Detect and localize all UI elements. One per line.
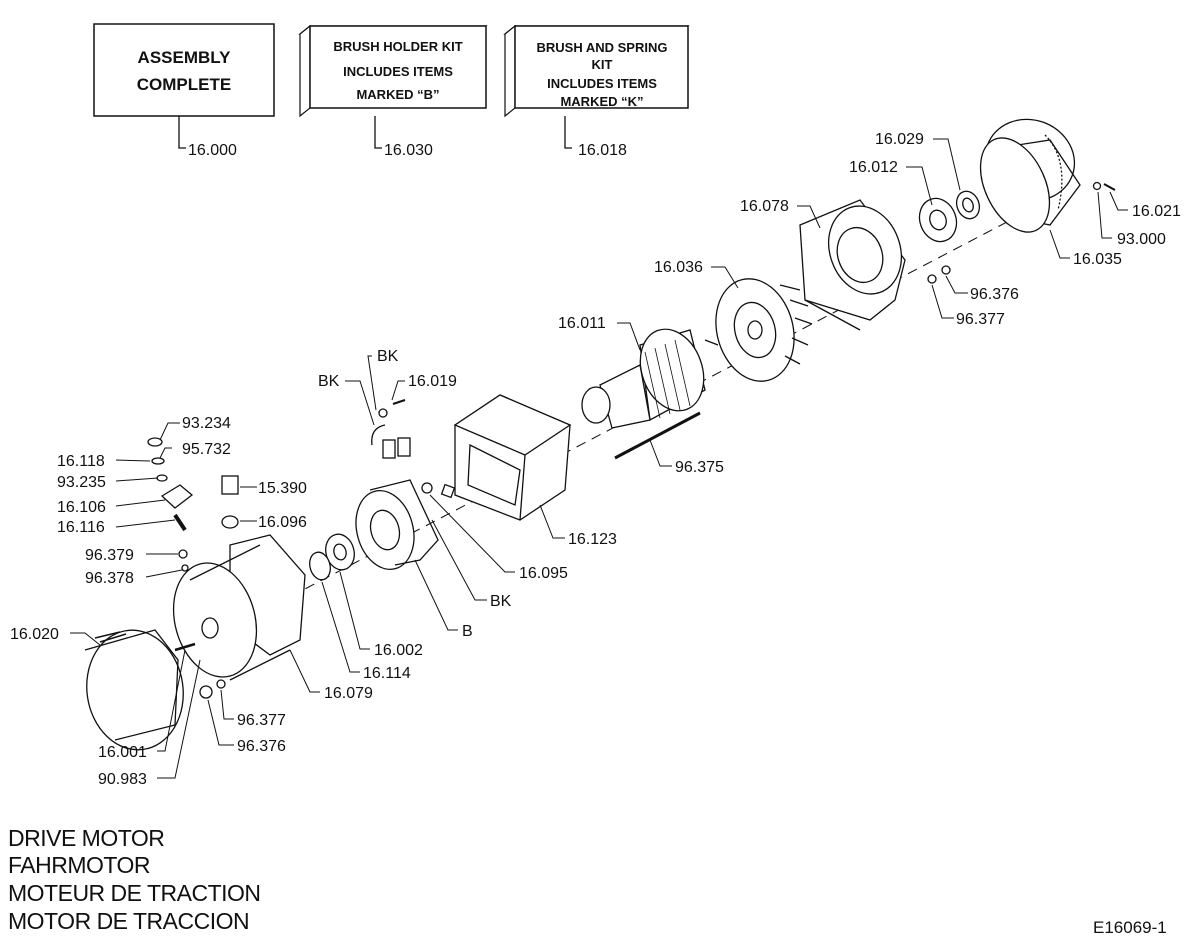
callout: 16.079: [324, 685, 373, 702]
box-line: INCLUDES ITEMS: [343, 64, 453, 79]
callout: BK: [490, 593, 512, 610]
callout: 96.379: [85, 547, 134, 564]
callout: B: [462, 623, 473, 640]
brush-holder: [355, 479, 439, 570]
washer: [147, 437, 163, 447]
nut: [178, 549, 188, 559]
box-line: MARKED “K”: [560, 94, 643, 109]
title-spanish: MOTOR DE TRACCION: [8, 908, 250, 934]
callout: 95.732: [182, 441, 231, 458]
callout: 16.020: [10, 626, 59, 643]
callout: BK: [377, 348, 399, 365]
sensor-stud: [173, 513, 187, 532]
box-line: ASSEMBLY: [138, 48, 232, 67]
callout: 96.375: [675, 459, 724, 476]
callout: 90.983: [98, 771, 147, 788]
callout: 93.000: [1117, 231, 1166, 248]
title-german: FAHRMOTOR: [8, 852, 151, 878]
end-shield: [799, 199, 906, 331]
box-line: BRUSH HOLDER KIT: [333, 39, 462, 54]
rear-bearing: [918, 197, 958, 243]
part-number: 16.000: [188, 142, 237, 159]
box-line: KIT: [592, 57, 613, 72]
callout: 16.114: [363, 665, 411, 682]
callout: 96.378: [85, 570, 134, 587]
fan-cover-band: [979, 118, 1081, 233]
washer: [216, 679, 226, 689]
brush-spring: [421, 482, 433, 494]
box-line: MARKED “B”: [356, 87, 439, 102]
title-french: MOTEUR DE TRACTION: [8, 880, 261, 906]
kit-box-brush-holder: BRUSH HOLDER KIT INCLUDES ITEMS MARKED “…: [298, 24, 488, 159]
box-line: BRUSH AND SPRING: [537, 40, 668, 55]
grommet: [221, 515, 239, 529]
tie-rod: [614, 411, 701, 460]
through-bolt: [174, 642, 196, 652]
callout: 16.123: [568, 531, 617, 548]
callout: 16.036: [654, 259, 703, 276]
callout-labels: 16.029 16.012 16.078 16.021 93.000 16.03…: [10, 131, 1181, 788]
callout: 16.095: [519, 565, 568, 582]
callout: 16.118: [57, 453, 105, 470]
sensor-bracket: [160, 484, 194, 509]
kit-box-assembly-complete: ASSEMBLY COMPLETE 16.000: [93, 23, 275, 159]
callout: 16.002: [374, 642, 423, 659]
screw: [1103, 183, 1116, 191]
callout: 16.011: [558, 315, 606, 332]
brush-spring-assembly: [371, 399, 411, 459]
box-line: INCLUDES ITEMS: [547, 76, 657, 91]
callout: 16.001: [98, 744, 147, 761]
callout: 96.376: [970, 286, 1019, 303]
bearing-seal: [955, 190, 981, 220]
armature: [581, 328, 719, 429]
callout: 16.116: [57, 519, 105, 536]
callout: 16.019: [408, 373, 457, 390]
box-line: COMPLETE: [137, 75, 231, 94]
nut: [199, 685, 213, 699]
commutator-end-bell: [172, 534, 306, 681]
front-cover-band: [84, 629, 184, 751]
part-number: 16.018: [578, 142, 627, 159]
callout: 16.078: [740, 198, 789, 215]
callout: 96.377: [956, 311, 1005, 328]
callout: 15.390: [258, 480, 307, 497]
title-english: DRIVE MOTOR: [8, 825, 165, 851]
callout: 16.035: [1073, 251, 1122, 268]
lock-washer: [941, 265, 951, 275]
callout: 16.096: [258, 514, 307, 531]
stator-frame: [453, 394, 572, 521]
callout: 16.012: [849, 159, 898, 176]
washer: [927, 274, 937, 284]
washer: [151, 457, 165, 465]
terminal-block: [221, 475, 239, 495]
kit-box-brush-spring: BRUSH AND SPRING KIT INCLUDES ITEMS MARK…: [503, 24, 690, 159]
callout: 96.377: [237, 712, 286, 729]
callout: BK: [318, 373, 340, 390]
washer: [1092, 181, 1102, 191]
wave-washer: [309, 551, 331, 581]
part-number: 16.030: [384, 142, 433, 159]
washer: [156, 474, 168, 482]
front-bearing: [325, 533, 355, 571]
washer: [181, 564, 189, 572]
callout: 16.106: [57, 499, 106, 516]
callout: 96.376: [237, 738, 286, 755]
callout: 16.029: [875, 131, 924, 148]
drawing-code: E16069-1: [1093, 918, 1167, 937]
callout: 16.021: [1132, 203, 1181, 220]
callout: 93.235: [57, 474, 106, 491]
cooling-fan: [715, 278, 813, 382]
callout: 93.234: [182, 415, 231, 432]
brush-clip: [440, 483, 456, 499]
